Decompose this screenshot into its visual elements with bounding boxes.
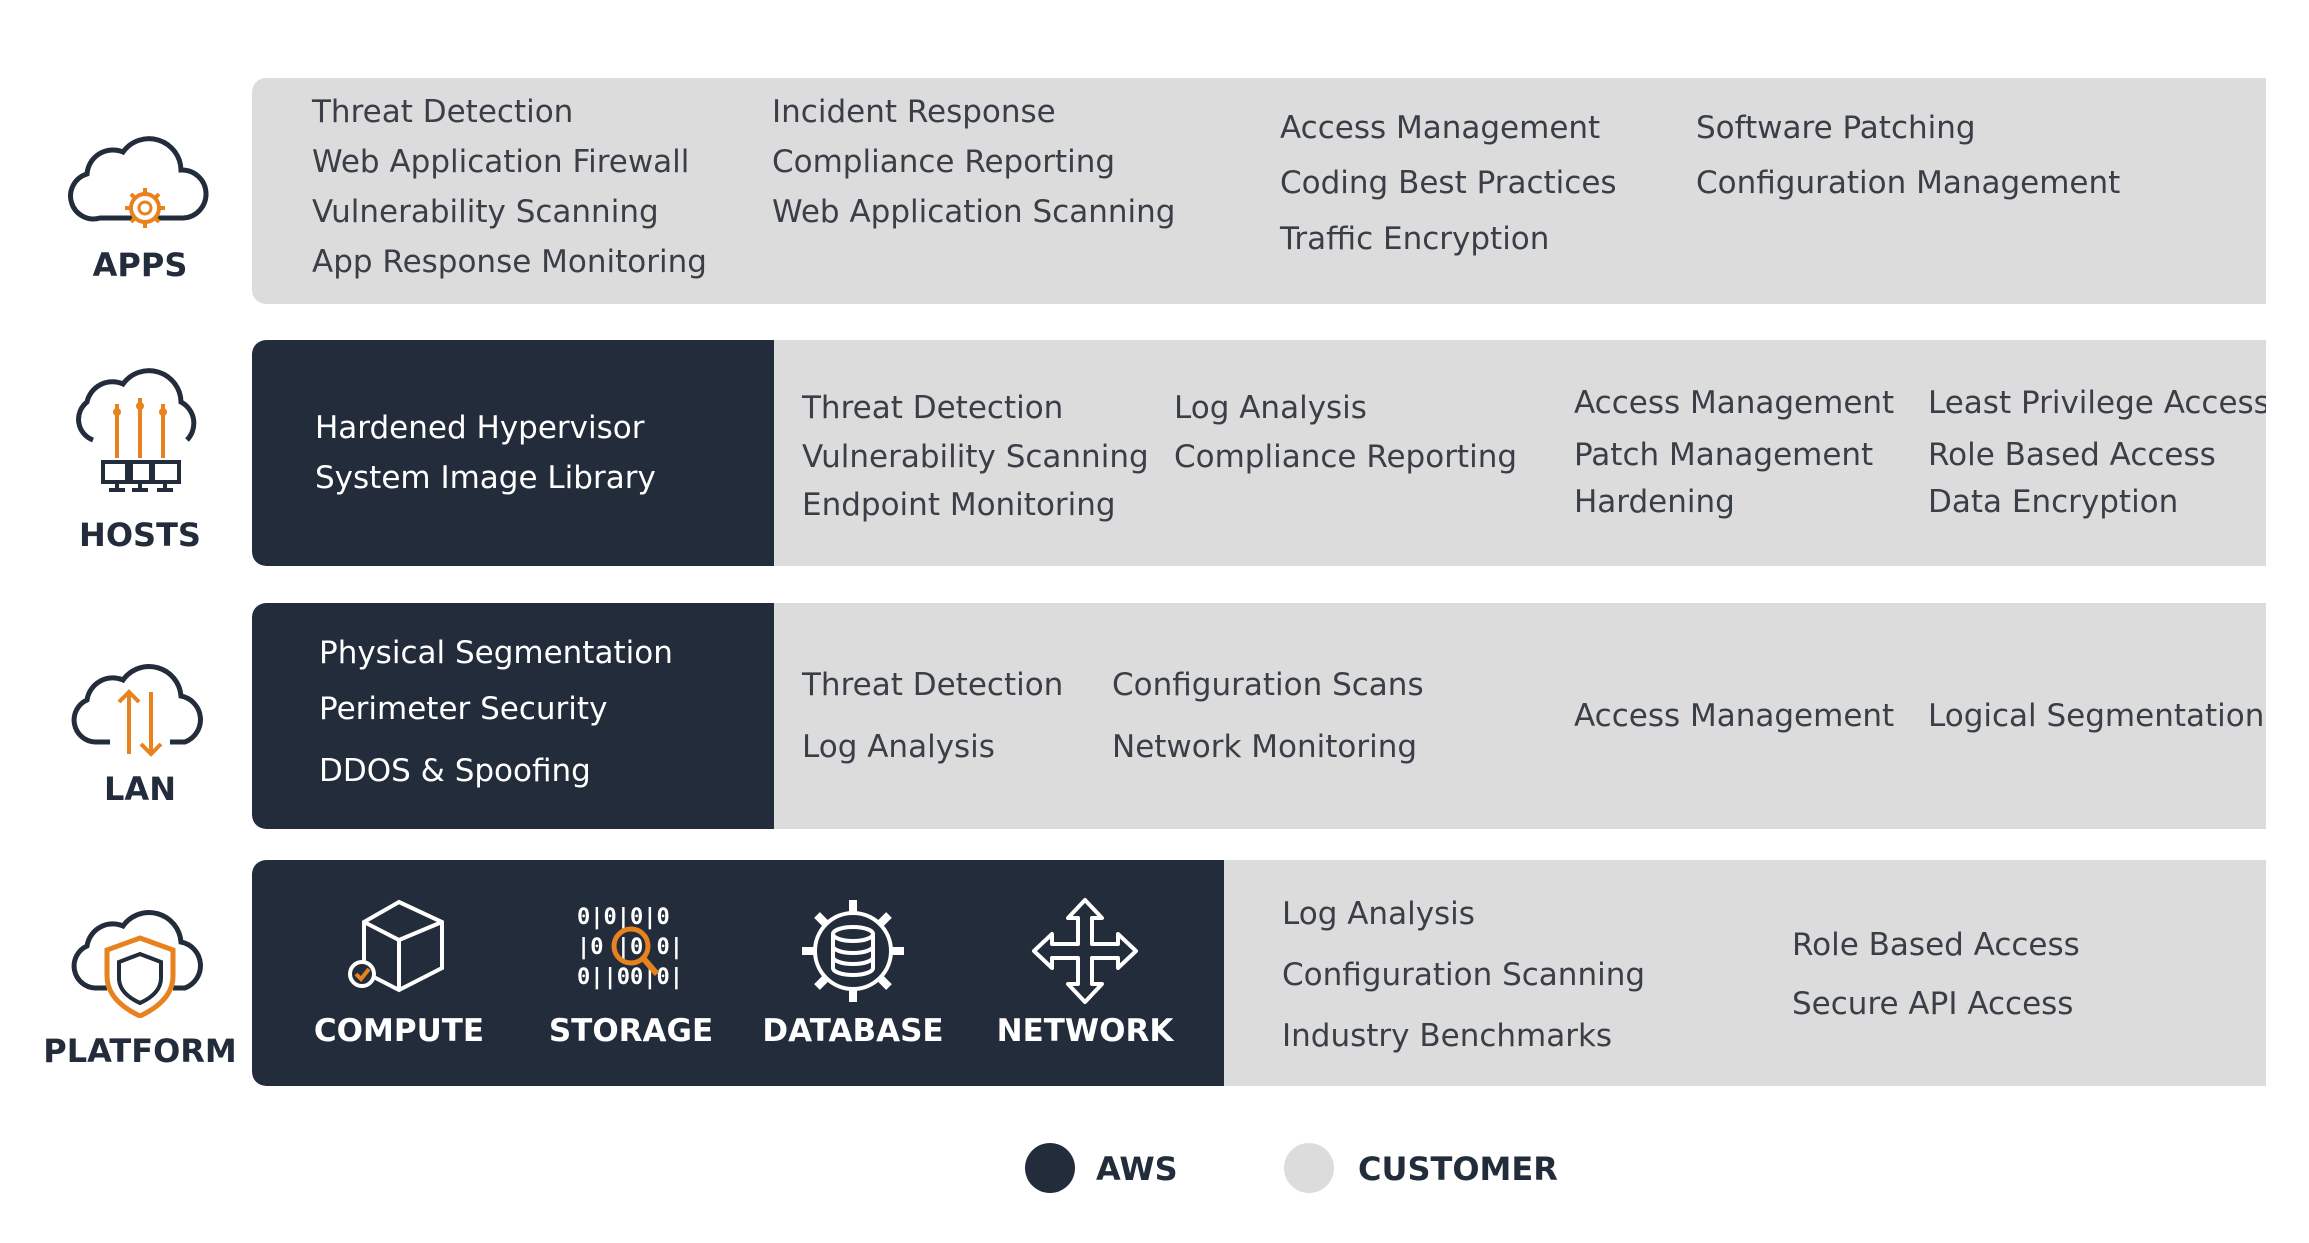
platform-item: Configuration Scanning <box>1282 957 1646 993</box>
apps-item: Incident Response <box>772 94 1056 130</box>
hosts-item: Hardening <box>1574 484 1735 520</box>
hosts-item: Compliance Reporting <box>1174 439 1518 475</box>
apps-item: Configuration Management <box>1696 165 2121 201</box>
lan-item: Threat Detection <box>802 667 1064 703</box>
apps-item: Compliance Reporting <box>772 144 1116 180</box>
cloud-gear-icon <box>68 136 209 228</box>
apps-band: Threat Detection Web Application Firewal… <box>252 78 2266 304</box>
hosts-item: Log Analysis <box>1174 390 1367 426</box>
lan-aws-panel: Physical Segmentation Perimeter Security… <box>252 603 774 829</box>
platform-band: COMPUTE 0|0|0|0 |0 |0 0| 0||00|0| STORAG… <box>252 860 2266 1086</box>
platform-layer-label: PLATFORM <box>43 1032 237 1070</box>
network-service: NETWORK <box>990 896 1180 1076</box>
svg-text:|0 |0 0|: |0 |0 0| <box>577 935 683 960</box>
platform-aws-panel: COMPUTE 0|0|0|0 |0 |0 0| 0||00|0| STORAG… <box>252 860 1224 1086</box>
apps-item: Web Application Firewall <box>312 144 690 180</box>
lan-item: Access Management <box>1574 698 1895 734</box>
lan-item: Log Analysis <box>802 729 995 765</box>
hosts-layer-icon: HOSTS <box>40 362 240 562</box>
cloud-servers-icon <box>76 368 197 492</box>
hosts-aws-panel: Hardened Hypervisor System Image Library <box>252 340 774 566</box>
apps-item: Software Patching <box>1696 110 1976 146</box>
aws-legend-swatch <box>1025 1143 1075 1193</box>
apps-item: Threat Detection <box>312 94 574 130</box>
hosts-item: Vulnerability Scanning <box>802 439 1149 475</box>
binary-search-icon: 0|0|0|0 |0 |0 0| 0||00|0| <box>577 905 683 990</box>
hosts-item: Threat Detection <box>802 390 1064 426</box>
platform-item: Industry Benchmarks <box>1282 1018 1613 1054</box>
platform-item: Log Analysis <box>1282 896 1475 932</box>
apps-item: Web Application Scanning <box>772 194 1176 230</box>
aws-legend-label: AWS <box>1096 1150 1178 1188</box>
hosts-item: Access Management <box>1574 385 1895 421</box>
lan-aws-item: Physical Segmentation <box>319 635 673 671</box>
hosts-aws-item: Hardened Hypervisor <box>315 410 645 446</box>
compute-service: COMPUTE <box>304 896 494 1076</box>
platform-item: Secure API Access <box>1792 986 2074 1022</box>
hosts-item: Data Encryption <box>1928 484 2179 520</box>
apps-layer-icon: APPS <box>40 118 240 288</box>
arrows-cross-icon <box>1032 898 1138 1004</box>
svg-text:0|0|0|0: 0|0|0|0 <box>577 905 670 930</box>
platform-layer-icon: PLATFORM <box>30 888 250 1078</box>
lan-item: Logical Segmentation <box>1928 698 2265 734</box>
apps-item: Traffic Encryption <box>1280 221 1550 257</box>
network-label: NETWORK <box>996 1013 1174 1049</box>
hosts-aws-item: System Image Library <box>315 460 656 496</box>
apps-item: Coding Best Practices <box>1280 165 1617 201</box>
apps-item: Vulnerability Scanning <box>312 194 659 230</box>
database-label: DATABASE <box>762 1013 944 1049</box>
cloud-arrows-icon <box>71 664 203 757</box>
apps-item: App Response Monitoring <box>312 244 707 280</box>
database-service: DATABASE <box>758 896 948 1076</box>
lan-band: Physical Segmentation Perimeter Security… <box>252 603 2266 829</box>
lan-layer-label: LAN <box>104 770 176 808</box>
platform-item: Role Based Access <box>1792 927 2080 963</box>
hosts-item: Role Based Access <box>1928 437 2216 473</box>
cube-icon <box>348 899 444 993</box>
lan-layer-icon: LAN <box>40 642 240 822</box>
lan-aws-item: Perimeter Security <box>319 691 608 727</box>
cloud-shield-icon <box>71 910 203 1018</box>
hosts-layer-label: HOSTS <box>79 516 201 554</box>
svg-text:0||00|0|: 0||00|0| <box>577 965 683 990</box>
customer-legend-label: CUSTOMER <box>1358 1150 1558 1188</box>
compute-label: COMPUTE <box>313 1013 485 1049</box>
lan-item: Network Monitoring <box>1112 729 1418 765</box>
hosts-item: Patch Management <box>1574 437 1874 473</box>
database-gear-icon <box>802 900 904 1002</box>
hosts-band: Hardened Hypervisor System Image Library… <box>252 340 2266 566</box>
hosts-item: Endpoint Monitoring <box>802 487 1116 523</box>
hosts-item: Least Privilege Access <box>1928 385 2266 421</box>
storage-service: 0|0|0|0 |0 |0 0| 0||00|0| STORAGE <box>536 896 726 1076</box>
lan-aws-item: DDOS & Spoofing <box>319 753 591 789</box>
customer-legend-swatch <box>1284 1143 1334 1193</box>
apps-item: Access Management <box>1280 110 1601 146</box>
apps-layer-label: APPS <box>92 246 188 284</box>
storage-label: STORAGE <box>548 1013 714 1049</box>
lan-item: Configuration Scans <box>1112 667 1424 703</box>
